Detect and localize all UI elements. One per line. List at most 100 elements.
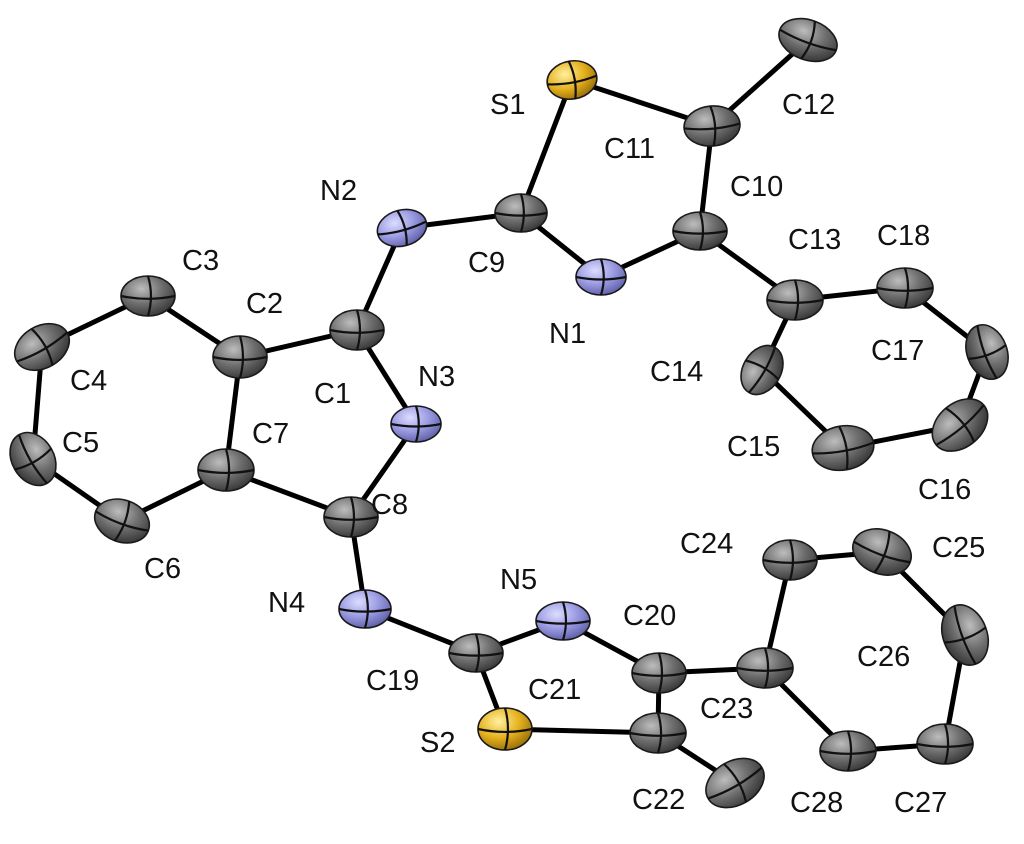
atom-c28 <box>819 730 877 772</box>
atom-n4 <box>338 589 392 629</box>
atom-s1 <box>546 59 598 101</box>
atom-label-c7: C7 <box>252 418 289 450</box>
ellipsoid-axis-arc <box>656 712 663 754</box>
ellipsoid-axis-arc <box>120 294 176 300</box>
ellipsoid-axis-arc <box>95 510 149 532</box>
ellipsoid-axis-arc <box>698 211 705 251</box>
atom-ellipsoid <box>9 431 57 487</box>
ellipsoid-axis-arc <box>448 651 504 657</box>
atom-c8 <box>323 496 379 538</box>
ellipsoid-axis-arc <box>16 331 68 363</box>
atom-ellipsoid <box>629 712 687 754</box>
bond-layer <box>30 37 990 786</box>
ellipsoid-axis-arc <box>812 441 874 455</box>
ellipsoid-axis-arc <box>535 619 591 625</box>
atom-ellipsoid <box>376 208 428 248</box>
ellipsoid-axis-arc <box>17 434 48 484</box>
ellipsoid-axis-arc <box>683 122 741 131</box>
ellipsoid-axis-arc <box>474 633 481 673</box>
atom-label-c6: C6 <box>144 553 181 585</box>
ellipsoid-axis-arc <box>968 344 1007 360</box>
ellipsoid-axis-arc <box>599 258 605 296</box>
atom-label-c11: C11 <box>604 133 655 165</box>
atom-ellipsoid <box>811 424 875 472</box>
atom-ellipsoid <box>575 258 627 296</box>
atom-label-c26: C26 <box>857 641 910 673</box>
ellipsoid-axis-arc <box>838 425 849 470</box>
atom-label-c10: C10 <box>730 171 783 203</box>
atom-c17 <box>965 324 1009 380</box>
atom-label-c22: C22 <box>632 784 685 816</box>
ellipsoid-axis-arc <box>976 325 998 379</box>
atom-ellipsoid <box>965 324 1009 380</box>
atom-ellipsoid <box>338 589 392 629</box>
atom-label-c4: C4 <box>70 365 107 397</box>
ellipsoid-axis-arc <box>853 540 911 564</box>
ellipsoid-axis-arc <box>629 731 687 737</box>
atom-c3 <box>120 275 176 317</box>
atom-ellipsoid <box>93 498 151 544</box>
ellipsoid-axis-arc <box>944 626 987 644</box>
atom-label-c5: C5 <box>62 427 99 459</box>
atom-label-c16: C16 <box>918 474 971 506</box>
ellipsoid-axis-arc <box>338 607 392 613</box>
atom-ellipsoid <box>494 193 548 233</box>
atom-label-c19: C19 <box>366 665 419 697</box>
ellipsoid-axis-arc <box>396 210 408 246</box>
atom-label-n1: N1 <box>549 318 586 350</box>
ellipsoid-axis-arc <box>766 298 824 304</box>
atom-c15 <box>811 424 875 472</box>
atom-ellipsoid <box>390 405 442 443</box>
atom-ellipsoid <box>477 707 533 751</box>
atom-ellipsoid <box>212 335 268 379</box>
atom-c2 <box>212 335 268 379</box>
atom-ellipsoid <box>762 539 818 581</box>
ellipsoid-axis-arc <box>14 447 52 471</box>
atom-c6 <box>93 498 151 544</box>
atom-c10 <box>672 211 728 251</box>
ellipsoid-axis-arc <box>943 723 950 765</box>
ellipsoid-axis-arc <box>846 730 853 772</box>
atom-c21 <box>629 712 687 754</box>
ellipsoid-axis-arc <box>707 766 763 800</box>
atom-label-c28: C28 <box>790 787 843 819</box>
ellipsoid-axis-arc <box>494 211 548 217</box>
atom-label-c20: C20 <box>623 600 676 632</box>
atom-ellipsoid <box>448 633 504 673</box>
atom-ellipsoid <box>916 723 974 765</box>
atom-label-n5: N5 <box>500 564 537 596</box>
ellipsoid-axis-arc <box>800 21 816 60</box>
ellipsoid-axis-arc <box>935 404 985 446</box>
atom-ellipsoid <box>13 322 71 372</box>
atom-label-c14: C14 <box>650 356 703 388</box>
atom-c9 <box>494 193 548 233</box>
atom-ellipsoid <box>766 279 824 321</box>
ellipsoid-axis-arc <box>349 496 356 538</box>
atom-ellipsoid <box>819 730 877 772</box>
ellipsoid-axis-arc <box>323 515 379 521</box>
ellipsoid-axis-arc <box>916 742 974 748</box>
atom-label-c23: C23 <box>700 693 753 725</box>
ellipsoid-axis-arc <box>873 531 891 574</box>
atom-c26 <box>940 604 990 666</box>
ellipsoid-axis-arc <box>146 275 153 317</box>
atom-c22 <box>705 757 765 809</box>
atom-label-s1: S1 <box>490 89 525 121</box>
ellipsoid-axis-arc <box>745 359 780 381</box>
ellipsoid-axis-arc <box>736 666 794 672</box>
ellipsoid-axis-arc <box>945 407 976 443</box>
atom-label-c15: C15 <box>727 431 780 463</box>
atom-layer <box>9 17 1009 809</box>
atom-c27 <box>916 723 974 765</box>
atom-ellipsoid <box>120 275 176 317</box>
atom-label-c3: C3 <box>182 245 219 277</box>
atom-c12 <box>778 17 838 63</box>
atom-n1 <box>575 258 627 296</box>
ellipsoid-axis-arc <box>30 328 54 366</box>
ellipsoid-axis-arc <box>477 727 533 734</box>
ellipsoid-axis-arc <box>657 652 664 694</box>
ellipsoid-axis-arc <box>197 468 255 475</box>
atom-ellipsoid <box>672 211 728 251</box>
atom-label-c2: C2 <box>246 288 283 320</box>
